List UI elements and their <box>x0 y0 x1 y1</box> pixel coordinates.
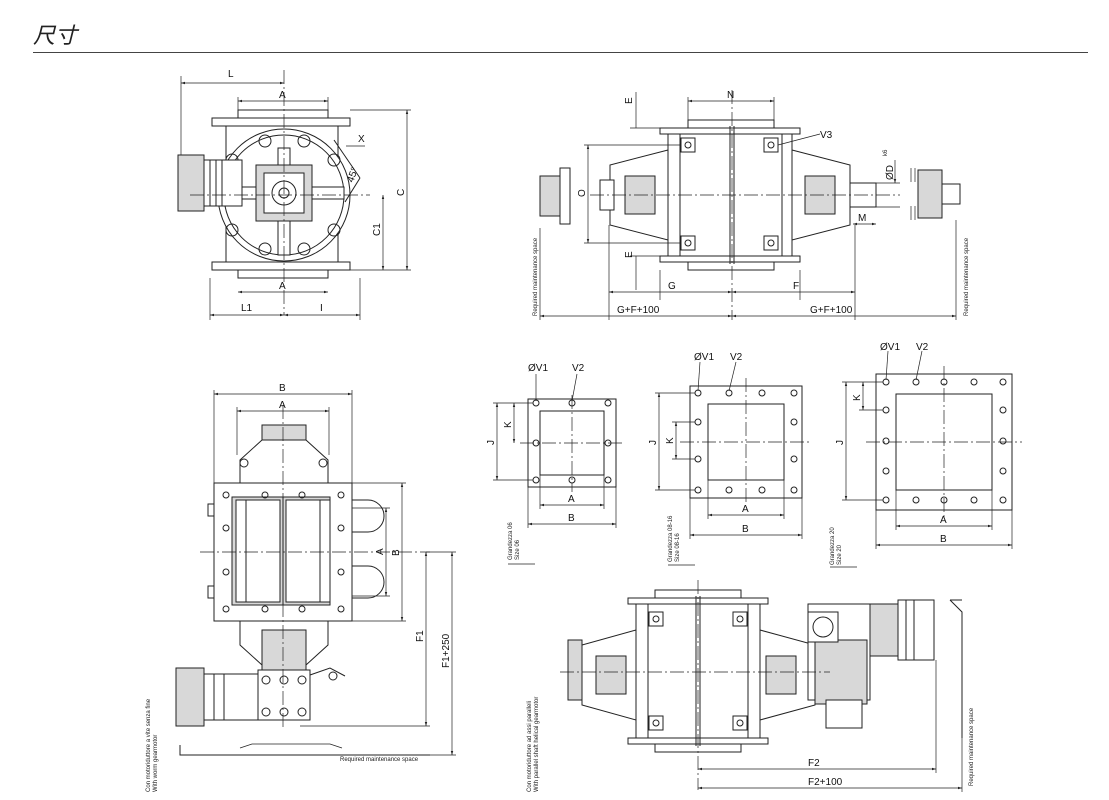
dim-G: G <box>668 281 676 292</box>
caption-parallel-en: With parallel shaft helical gearmotor <box>534 697 540 792</box>
dim-J-20: J <box>835 440 846 445</box>
dim-V2-20: V2 <box>916 342 929 353</box>
dim-M: M <box>858 213 866 224</box>
dim-L1: L1 <box>241 303 253 314</box>
flange-size-06: ØV1 V2 J K A B Grandezza 06 Size 06 <box>486 363 625 565</box>
flange-size-20: ØV1 V2 J K A B Grandezza 20 Size 20 <box>830 342 1022 568</box>
dim-B-20: B <box>940 534 947 545</box>
dim-D-tol: k6 <box>883 149 889 156</box>
dim-C1: C1 <box>372 223 383 236</box>
dim-O: O <box>577 189 588 197</box>
dim-GF100-right: G+F+100 <box>810 305 853 316</box>
dim-A-20: A <box>940 515 947 526</box>
caption-maint-top-view: Required maintenance space <box>340 757 419 763</box>
caption-size20-it: Grandezza 20 <box>830 527 836 565</box>
dim-N: N <box>727 90 734 101</box>
caption-size20-en: Size 20 <box>837 544 843 565</box>
dim-F1: F1 <box>415 630 426 642</box>
dim-A-0816: A <box>742 504 749 515</box>
caption-worm-it: Con motoriduttore a vite senza fine <box>146 698 152 792</box>
dim-I: I <box>320 303 323 314</box>
dim-L: L <box>228 69 234 80</box>
dim-F2: F2 <box>808 758 820 769</box>
dim-F2-100: F2+100 <box>808 777 843 788</box>
dim-V1-20: ØV1 <box>880 342 900 353</box>
page-title: 尺寸 <box>33 24 78 49</box>
dim-D: ØD <box>885 165 896 180</box>
caption-size06-it: Grandezza 06 <box>508 522 514 560</box>
dim-V2-06: V2 <box>572 363 585 374</box>
view-side: N E E V3 O ØD k6 M G F G+F+100 G+F+100 R… <box>533 90 970 320</box>
dim-A-top-view: A <box>279 400 286 411</box>
dim-K-06: K <box>503 421 514 428</box>
dim-A-06: A <box>568 494 575 505</box>
dim-V2-0816: V2 <box>730 352 743 363</box>
dim-J-0816: J <box>648 440 659 445</box>
dim-B-top: B <box>279 383 286 394</box>
caption-size0816-it: Grandezza 08-16 <box>668 515 674 562</box>
dim-B-0816: B <box>742 524 749 535</box>
dim-A-right: A <box>375 548 386 555</box>
dim-F1-250: F1+250 <box>441 633 452 668</box>
dim-B-right: B <box>391 549 402 556</box>
caption-maint-left: Required maintenance space <box>533 237 539 316</box>
caption-maint-parallel: Required maintenance space <box>969 707 975 786</box>
dim-K-20: K <box>852 394 863 401</box>
dim-X: X <box>358 134 365 145</box>
caption-parallel-it: Con motoriduttore ad assi paralleli <box>527 701 533 792</box>
caption-size0816-en: Size 08-16 <box>675 533 681 562</box>
flange-size-08-16: ØV1 V2 J K A B Grandezza 08-16 Size 08-1… <box>648 352 812 566</box>
view-parallel-gearmotor: F2 F2+100 Required maintenance space Con… <box>527 580 975 792</box>
dim-V1-0816: ØV1 <box>694 352 714 363</box>
caption-size06-en: Size 06 <box>515 539 521 560</box>
view-top: Required maintenance space B A A B F1 F1… <box>146 383 456 792</box>
dim-E-top: E <box>624 97 635 104</box>
dim-GF100-left: G+F+100 <box>617 305 660 316</box>
dim-K-0816: K <box>665 437 676 444</box>
dim-E-bottom: E <box>624 251 635 258</box>
dim-A-bottom: A <box>279 281 286 292</box>
caption-worm-en: With worm gearmotor <box>153 735 159 792</box>
dim-A-top: A <box>279 90 286 101</box>
dim-J-06: J <box>486 440 497 445</box>
dim-45deg: 45° <box>345 166 361 184</box>
dim-V1-06: ØV1 <box>528 363 548 374</box>
dim-B-06: B <box>568 513 575 524</box>
dim-C: C <box>396 189 407 196</box>
dim-V3: V3 <box>820 130 833 141</box>
view-front: L A X 45° C C1 A L1 I <box>177 69 411 320</box>
caption-maint-right: Required maintenance space <box>964 237 970 316</box>
title-rule <box>33 52 1088 53</box>
dim-F: F <box>793 281 799 292</box>
